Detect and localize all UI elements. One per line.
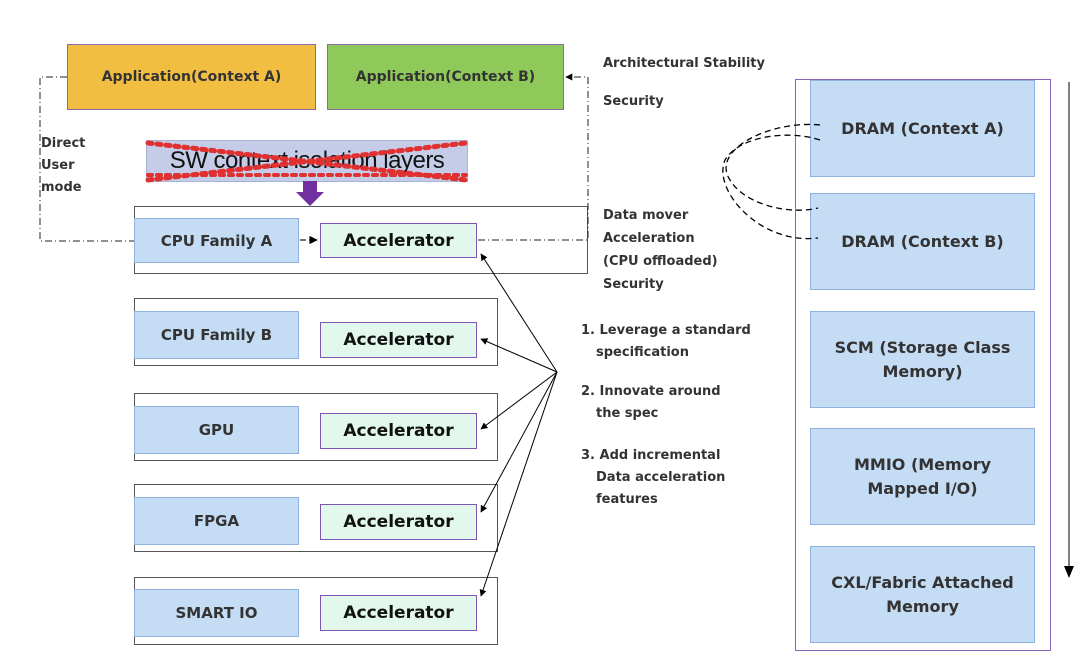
accelerator-cpu-family-b-label: Accelerator — [343, 330, 454, 350]
sw-context-isolation-layer: SW context isolation layers — [146, 140, 468, 182]
memory-scm: SCM (Storage Class Memory) — [810, 311, 1035, 408]
step-3-line-3: features — [596, 492, 658, 507]
architectural-stability-label: Architectural Stability — [603, 56, 765, 71]
unit-cpu-family-a: CPU Family A — [134, 218, 299, 263]
memory-scm-line-2: Memory) — [882, 361, 963, 381]
memory-dram-context-b-label: DRAM (Context B) — [841, 231, 1004, 251]
unit-gpu-label: GPU — [198, 421, 235, 439]
direct-user-mode-line-2: User — [41, 158, 75, 173]
accelerator-gpu: Accelerator — [320, 413, 477, 449]
memory-dram-context-b: DRAM (Context B) — [810, 193, 1035, 290]
unit-cpu-family-b-label: CPU Family B — [160, 326, 273, 344]
unit-fpga: FPGA — [134, 497, 299, 545]
data-mover-label: Data mover Acceleration (CPU offloaded) … — [603, 204, 718, 296]
accelerator-fpga-label: Accelerator — [343, 512, 454, 532]
data-mover-line-2: Acceleration — [603, 231, 695, 246]
unit-gpu: GPU — [134, 406, 299, 454]
step-1: 1. Leverage a standard specification — [581, 320, 751, 364]
down-arrow-icon — [296, 181, 324, 206]
memory-mmio-line-1: MMIO (Memory — [853, 454, 992, 474]
memory-mmio-line-2: Mapped I/O) — [867, 478, 978, 498]
memory-mmio: MMIO (Memory Mapped I/O) — [810, 428, 1035, 525]
step-1-line-2: specification — [596, 345, 689, 360]
unit-fpga-label: FPGA — [193, 512, 240, 530]
step-3: 3. Add incremental Data acceleration fea… — [581, 445, 725, 511]
step-2: 2. Innovate around the spec — [581, 381, 721, 425]
memory-cxl-fabric: CXL/Fabric Attached Memory — [810, 546, 1035, 643]
accelerator-smart-io: Accelerator — [320, 595, 477, 631]
direct-user-mode-line-3: mode — [41, 180, 82, 195]
accelerator-fpga: Accelerator — [320, 504, 477, 540]
security-label: Security — [603, 94, 664, 109]
accelerator-smart-io-label: Accelerator — [343, 603, 454, 623]
accelerator-cpu-family-a-label: Accelerator — [343, 230, 454, 251]
memory-cxl-fabric-line-1: CXL/Fabric Attached — [831, 572, 1014, 592]
direct-user-mode-line-1: Direct — [41, 136, 86, 151]
hierarchy-direction-arrow-icon — [1064, 82, 1074, 578]
data-mover-line-1: Data mover — [603, 208, 689, 223]
step-2-line-2: the spec — [596, 406, 659, 421]
direct-user-mode-label: Direct User mode — [41, 133, 85, 199]
unit-cpu-family-a-label: CPU Family A — [160, 231, 273, 250]
accelerator-cpu-family-b: Accelerator — [320, 322, 477, 358]
unit-smart-io-label: SMART IO — [175, 604, 258, 622]
memory-cxl-fabric-line-2: Memory — [886, 596, 959, 616]
step-1-line-1: 1. Leverage a standard — [581, 323, 751, 338]
accelerator-cpu-family-a: Accelerator — [320, 223, 477, 258]
sw-context-isolation-layer-label: SW context isolation layers — [169, 147, 445, 174]
application-context-b: Application(Context B) — [327, 44, 564, 110]
step-2-line-1: 2. Innovate around — [581, 384, 721, 399]
application-context-b-label: Application(Context B) — [355, 69, 536, 85]
memory-scm-line-1: SCM (Storage Class — [834, 337, 1011, 357]
data-mover-line-3: (CPU offloaded) — [603, 254, 718, 269]
data-mover-line-4: Security — [603, 277, 664, 292]
accelerator-gpu-label: Accelerator — [343, 421, 454, 441]
step-3-line-2: Data acceleration — [596, 470, 726, 485]
application-context-a-label: Application(Context A) — [101, 69, 282, 85]
step-3-line-1: 3. Add incremental — [581, 448, 721, 463]
unit-smart-io: SMART IO — [134, 589, 299, 637]
memory-dram-context-a-label: DRAM (Context A) — [841, 118, 1004, 138]
application-context-a: Application(Context A) — [67, 44, 316, 110]
memory-dram-context-a: DRAM (Context A) — [810, 80, 1035, 177]
unit-cpu-family-b: CPU Family B — [134, 311, 299, 359]
